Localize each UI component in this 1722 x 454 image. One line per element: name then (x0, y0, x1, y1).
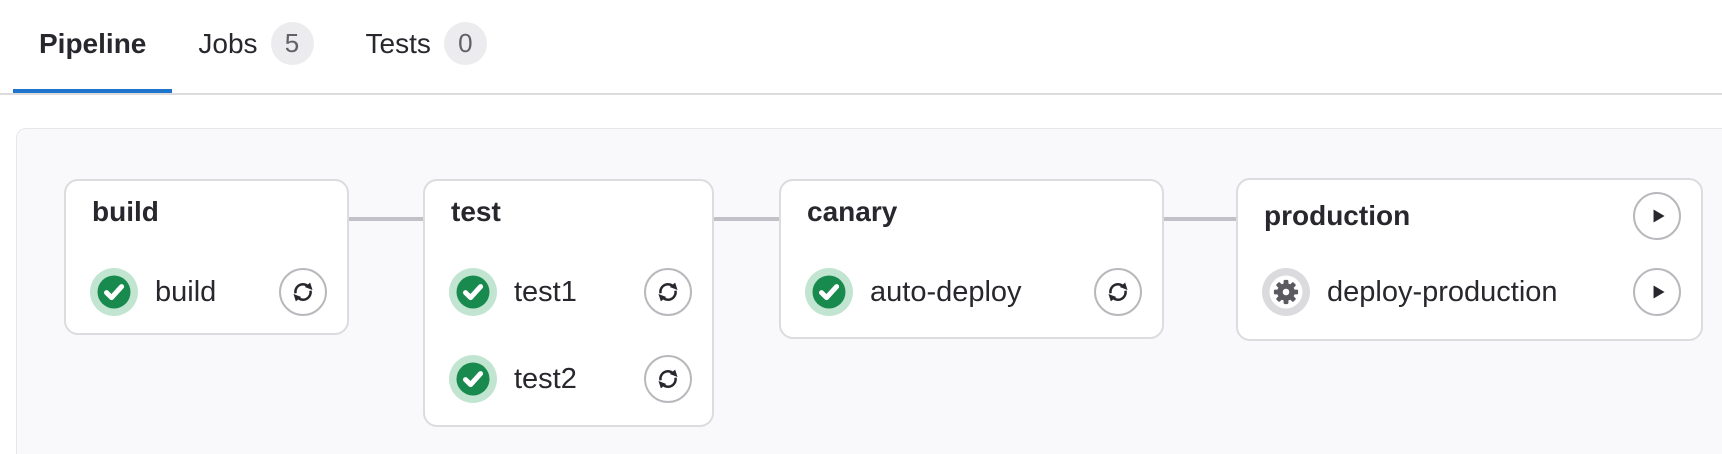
job-name: auto-deploy (870, 276, 1022, 308)
job-link-build[interactable]: build (90, 268, 216, 316)
stage-title: canary (807, 196, 898, 227)
stage-card-test: test test1 test2 (423, 179, 714, 427)
status-success-icon (805, 268, 853, 316)
pipeline-graph-panel: build build test test1 test2 (16, 128, 1722, 454)
stage-title: production (1264, 200, 1411, 231)
play-icon (1653, 285, 1665, 299)
play-stage-button[interactable] (1633, 192, 1681, 240)
job-name: test2 (514, 363, 577, 395)
stage-title: test (451, 196, 501, 227)
stage-connector (347, 217, 425, 221)
retry-job-button[interactable] (279, 268, 327, 316)
status-success-icon (449, 355, 497, 403)
tab-pipeline[interactable]: Pipeline (13, 0, 173, 93)
job-name: build (155, 276, 217, 308)
tab-pipeline-label: Pipeline (39, 27, 147, 59)
job-name: deploy-production (1327, 276, 1558, 308)
pipeline-tab-bar: Pipeline Jobs 5 Tests 0 (0, 0, 1722, 95)
retry-icon (657, 281, 679, 303)
stage-header: production (1262, 192, 1681, 240)
retry-job-button[interactable] (1094, 268, 1142, 316)
retry-job-button[interactable] (644, 268, 692, 316)
jobs-count-badge: 5 (270, 22, 314, 65)
job-link-deploy-production[interactable]: deploy-production (1262, 268, 1558, 316)
status-success-icon (90, 268, 138, 316)
play-job-button[interactable] (1633, 268, 1681, 316)
stage-card-build: build build (64, 179, 349, 335)
job-link-test1[interactable]: test1 (449, 268, 577, 316)
retry-icon (657, 368, 679, 390)
tests-count-badge: 0 (443, 22, 487, 65)
stage-card-canary: canary auto-deploy (779, 179, 1164, 339)
tab-jobs-label: Jobs (198, 27, 258, 59)
job-link-auto-deploy[interactable]: auto-deploy (805, 268, 1022, 316)
play-icon (1653, 209, 1665, 223)
stage-card-production: production deploy-production (1236, 178, 1703, 341)
job-name: test1 (514, 276, 577, 308)
stage-connector (1162, 217, 1238, 221)
stage-title: build (92, 196, 159, 227)
job-link-test2[interactable]: test2 (449, 355, 577, 403)
tab-tests[interactable]: Tests 0 (340, 0, 513, 93)
tab-jobs[interactable]: Jobs 5 (172, 0, 339, 93)
retry-icon (292, 281, 314, 303)
retry-icon (1107, 281, 1129, 303)
status-success-icon (449, 268, 497, 316)
status-manual-icon (1262, 268, 1310, 316)
retry-job-button[interactable] (644, 355, 692, 403)
job-row: deploy-production (1262, 268, 1681, 316)
tab-tests-label: Tests (365, 27, 431, 59)
job-row: auto-deploy (805, 268, 1142, 316)
job-row: test1 (449, 268, 692, 316)
job-row: test2 (449, 355, 692, 403)
stage-connector (712, 217, 781, 221)
job-row: build (90, 268, 327, 316)
